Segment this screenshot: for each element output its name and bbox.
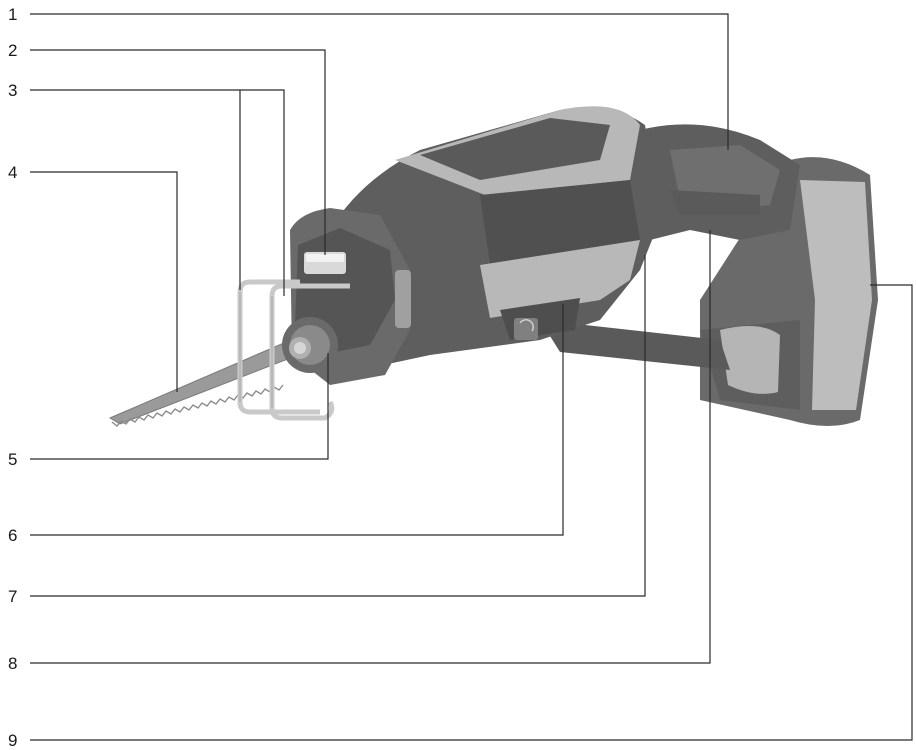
callout-number: 8 — [8, 654, 17, 673]
leader-line-8 — [30, 230, 711, 664]
callout-number: 9 — [8, 731, 17, 750]
leader-line-4 — [30, 171, 178, 392]
callout-number: 2 — [8, 41, 17, 60]
callout-number: 3 — [8, 81, 17, 100]
leader-line-1 — [30, 13, 729, 150]
adjustable-shoe — [237, 279, 350, 421]
leader-lines — [30, 13, 913, 741]
leader-line-6 — [30, 304, 564, 536]
callout-number: 7 — [8, 587, 17, 606]
leader-line-3 — [30, 89, 285, 296]
leader-line-5 — [30, 353, 329, 460]
callout-number: 4 — [8, 163, 17, 182]
blade-clamp — [282, 317, 338, 373]
handle — [540, 124, 800, 370]
battery-pack — [700, 157, 878, 426]
callout-number: 1 — [8, 5, 17, 24]
callout-number: 5 — [8, 450, 17, 469]
leader-line-2 — [30, 49, 326, 255]
callout-numbers: 1 2 3 4 5 6 7 8 9 — [8, 5, 17, 750]
leader-line-7 — [30, 255, 646, 597]
leader-line-9 — [30, 284, 913, 741]
callout-number: 6 — [8, 526, 17, 545]
reciprocating-saw-illustration — [108, 106, 878, 427]
motor-housing — [330, 106, 660, 371]
